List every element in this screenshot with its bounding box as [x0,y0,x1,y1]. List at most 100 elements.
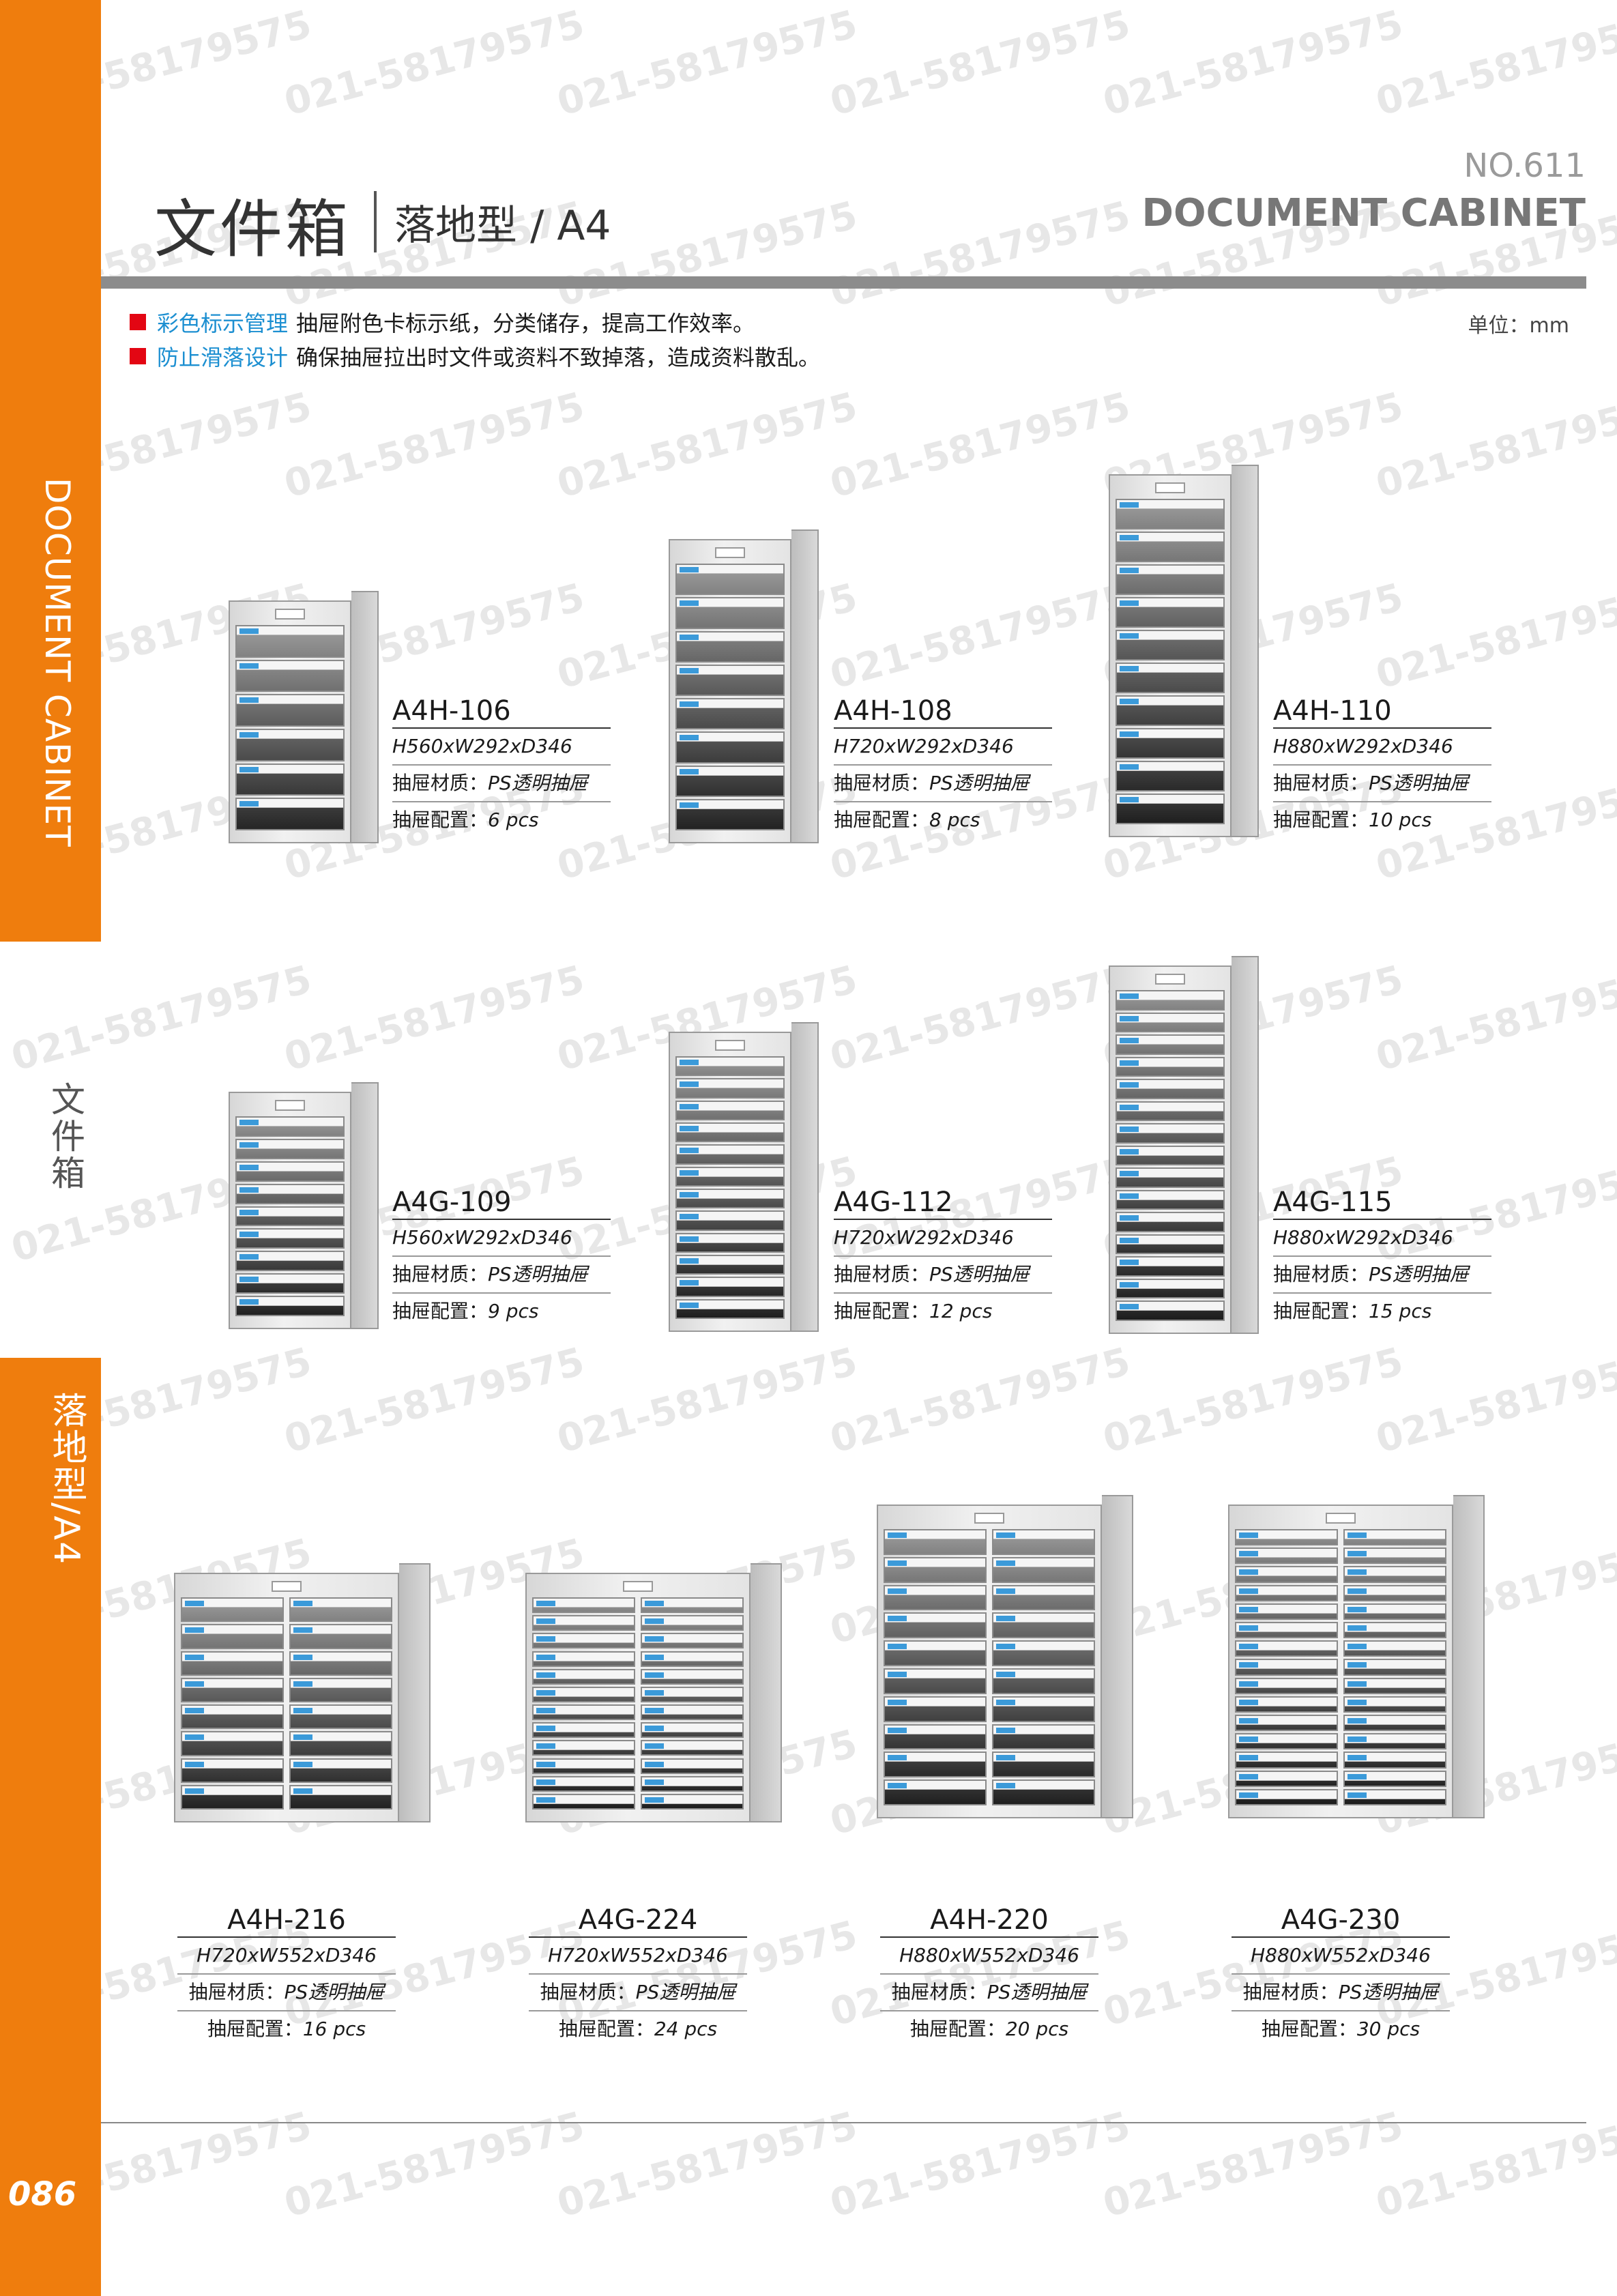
drawer-color-tab [293,1788,312,1794]
drawer [675,1189,785,1209]
cabinet-top-label [275,1100,305,1111]
drawer [235,659,345,693]
drawer-color-tab [1120,535,1139,540]
drawer [641,1775,744,1792]
drawer-color-tab [536,1618,555,1625]
drawer-rim [677,1190,783,1199]
drawer-rim [237,1162,343,1172]
cabinet-top-label [272,1581,302,1592]
drawer-color-tab [645,1708,664,1713]
drawer-color-tab [536,1601,555,1606]
drawer-color-tab [185,1681,204,1687]
drawer-rim [1345,1604,1445,1614]
drawer-rim [1345,1697,1445,1706]
watermark-text: 021-58179575 [1098,1339,1408,1462]
drawer-rim [291,1599,391,1608]
drawer [532,1633,635,1649]
material-value: PS透明抽屉 [929,1263,1030,1285]
drawer-rim [642,1670,742,1679]
drawer-color-tab [680,1214,699,1220]
drawer-color-tab [1348,1736,1367,1743]
product-material: 抽屉材质：PS透明抽屉 [1273,1257,1491,1294]
drawer-rim [1236,1790,1337,1799]
feature-key: 防止滑落设计 [157,345,289,370]
drawer-rim [993,1697,1094,1706]
drawer-color-tab [888,1699,907,1705]
drawer-color-tab [1120,797,1139,802]
drawer-color-tab [680,768,699,774]
drawer [235,1228,345,1249]
drawer [1235,1603,1338,1620]
drawer-rim [642,1706,742,1715]
drawer-color-tab [1120,1215,1139,1221]
drawer-color-tab [680,1302,699,1308]
category-title-en: DOCUMENT CABINET [1141,191,1586,235]
drawer-rim [534,1706,634,1715]
drawer [1116,728,1225,759]
drawer [884,1779,987,1805]
drawer [1235,1584,1338,1601]
drawer-rim [642,1777,742,1786]
drawer [675,1255,785,1275]
cabinet-top-label [715,547,745,558]
drawer-color-tab [1120,1060,1139,1066]
drawer-color-tab [239,1254,259,1260]
drawer [1235,1733,1338,1750]
drawer-rim [1236,1623,1337,1632]
drawer-rim [1117,1102,1223,1111]
drawer [1116,532,1225,562]
drawer-color-tab [1348,1569,1367,1575]
drawer-color-tab [1120,1260,1139,1266]
product-config: 抽屉配置：30 pcs [1232,2011,1450,2047]
info-rule [392,1219,611,1220]
drawer-rim [677,733,783,742]
drawer-rim [993,1642,1094,1651]
drawer-color-tab [996,1699,1015,1705]
material-value: PS透明抽屉 [635,1981,736,2003]
drawer-color-tab [536,1779,555,1785]
drawer-rim [993,1586,1094,1595]
drawer-color-tab [1120,1104,1139,1110]
product-material: 抽屉材质：PS透明抽屉 [1232,1975,1450,2011]
watermark-text: 021-58179575 [1371,957,1617,1080]
title-divider [374,191,377,252]
drawer-color-tab [1348,1606,1367,1612]
drawer [675,1210,785,1231]
drawer-color-tab [185,1654,204,1660]
drawer-color-tab [645,1654,664,1660]
drawer [641,1793,744,1810]
drawer-color-tab [888,1532,907,1538]
drawer-rim [993,1530,1094,1539]
product-config: 抽屉配置：10 pcs [1273,802,1491,838]
drawer-color-tab [888,1783,907,1789]
drawer-rim [182,1625,282,1635]
drawer-rim [642,1634,742,1644]
drawer-rim [677,800,783,809]
drawer [675,664,785,696]
cabinet-side-panel [1232,465,1259,837]
drawer-color-tab [1239,1551,1258,1557]
unit-note: 单位：mm [1468,314,1569,338]
drawer-rim [1345,1716,1445,1725]
drawer-rim [993,1725,1094,1734]
drawer-rim [1117,1124,1223,1134]
drawer [1235,1752,1338,1769]
drawer-color-tab [680,1169,699,1176]
drawer [1343,1770,1446,1787]
product-material: 抽屉材质：PS透明抽屉 [392,766,611,802]
product-dimensions: H720xW552xD346 [529,1938,747,1975]
drawer [884,1752,987,1778]
drawer-rim [1117,762,1223,771]
drawer-rim [1236,1604,1337,1614]
drawer-rim [1117,1302,1223,1311]
drawer [641,1633,744,1649]
cabinet-top-label [1326,1513,1356,1524]
product-model: A4H-216 [227,1904,346,1936]
drawer-color-tab [239,1299,259,1305]
product-config: 抽屉配置：20 pcs [880,2011,1098,2047]
drawer-color-tab [1120,1127,1139,1133]
drawer [289,1758,392,1783]
drawer [181,1651,284,1676]
drawer-color-tab [293,1734,312,1741]
drawer-color-tab [645,1797,664,1803]
